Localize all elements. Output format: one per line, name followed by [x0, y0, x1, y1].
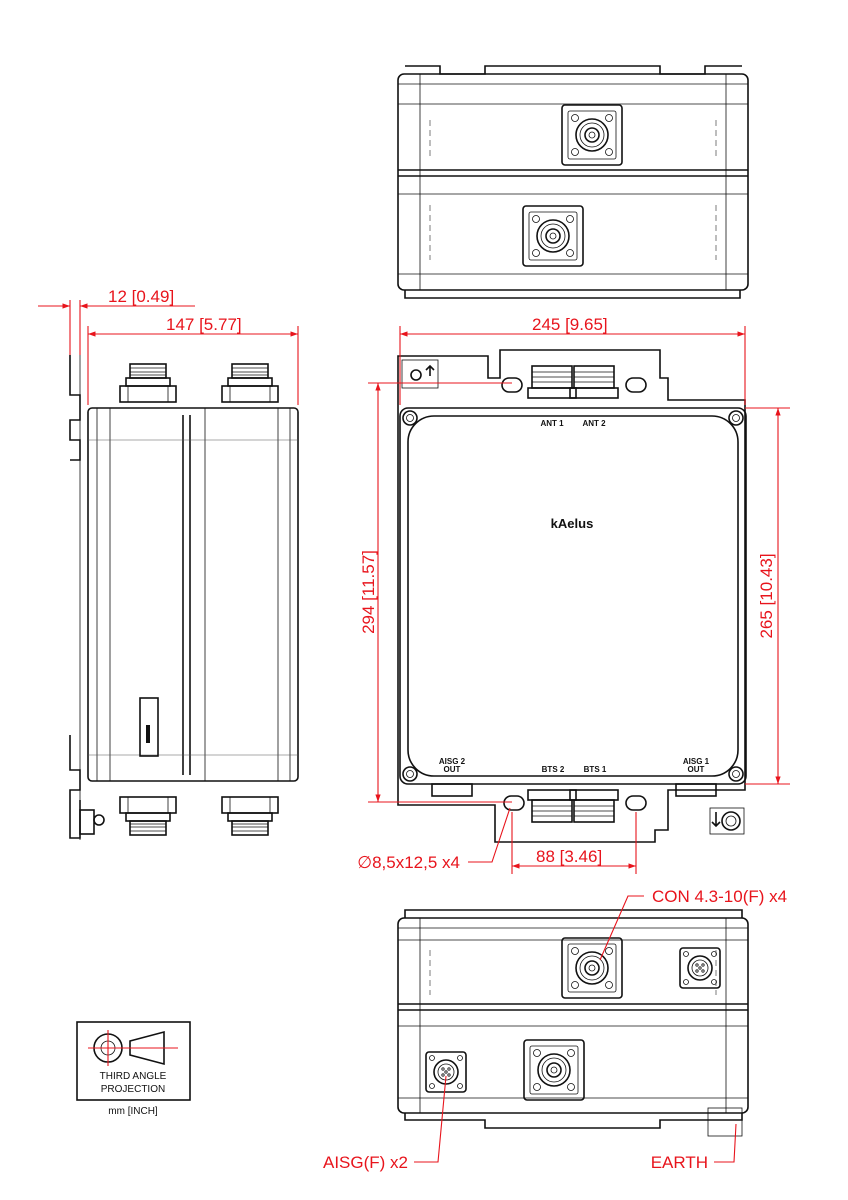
- dimensions: 12 [0.49] 147 [5.77] 245 [9.65] 294 [11.…: [38, 287, 790, 874]
- side-view: [69, 355, 299, 840]
- units-note: mm [INCH]: [108, 1106, 158, 1117]
- projection-line2: PROJECTION: [101, 1084, 165, 1095]
- label-aisg2-line2: OUT: [444, 765, 461, 774]
- bottom-view: [397, 909, 749, 1137]
- callout-connector: CON 4.3-10(F) x4: [652, 887, 787, 906]
- label-ant1: ANT 1: [540, 419, 564, 428]
- brand-logo: kAelus: [551, 516, 594, 531]
- callout-earth: EARTH: [651, 1153, 708, 1172]
- label-bts1: BTS 1: [584, 765, 607, 774]
- front-view: ANT 1 ANT 2 kAelus AISG 2 OUT BTS 2 BTS …: [397, 349, 747, 843]
- label-aisg2-line1: AISG 2: [439, 757, 466, 766]
- callout-aisg: AISG(F) x2: [323, 1153, 408, 1172]
- label-ant2: ANT 2: [582, 419, 606, 428]
- dim-mount-spacing: 88 [3.46]: [536, 847, 602, 866]
- label-bts2: BTS 2: [542, 765, 565, 774]
- dim-flange-thickness: 12 [0.49]: [108, 287, 174, 306]
- callout-mount-holes: ∅8,5x12,5 x4: [357, 853, 460, 872]
- dim-front-height-total: 294 [11.57]: [359, 550, 378, 634]
- top-view: [397, 65, 749, 299]
- projection-line1: THIRD ANGLE: [100, 1071, 167, 1082]
- label-aisg1-line2: OUT: [688, 765, 705, 774]
- projection-symbol: THIRD ANGLE PROJECTION mm [INCH]: [76, 1021, 191, 1117]
- dim-front-width: 245 [9.65]: [532, 315, 608, 334]
- callouts: ∅8,5x12,5 x4 CON 4.3-10(F) x4 AISG(F) x2…: [323, 807, 787, 1172]
- dim-front-height-body: 265 [10.43]: [757, 553, 776, 638]
- label-aisg1-line1: AISG 1: [683, 757, 710, 766]
- dim-side-depth: 147 [5.77]: [166, 315, 242, 334]
